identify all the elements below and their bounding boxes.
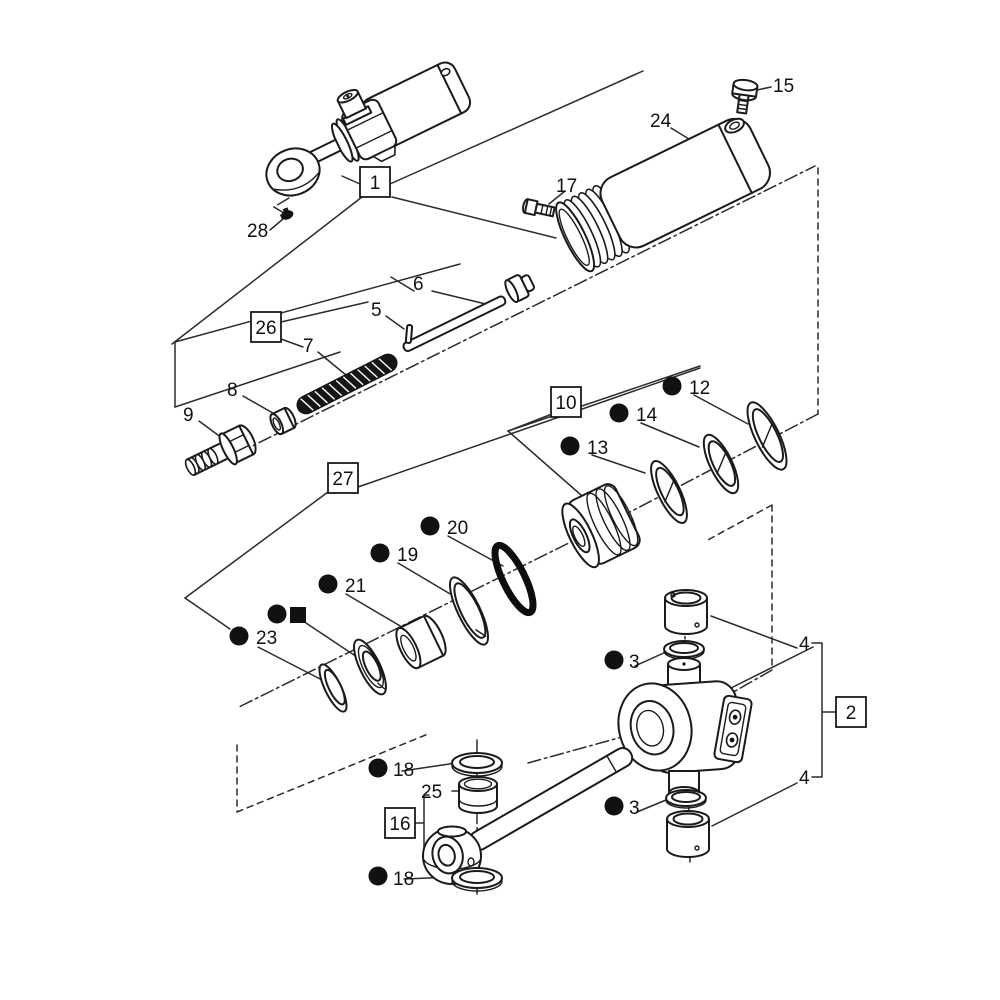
- callout-1: 1: [370, 173, 381, 194]
- part-backup-ring-19: [449, 576, 489, 646]
- callout-box-26: [250, 311, 282, 343]
- callout-21: 21: [345, 576, 366, 597]
- callout-23: 23: [256, 628, 277, 649]
- callout-2: 2: [846, 703, 857, 724]
- group-outlines: [171, 70, 837, 854]
- part-seal-ring-13: [650, 460, 688, 524]
- callout-box-2: [835, 696, 867, 728]
- callout-box-10: [550, 386, 582, 418]
- part-trunnion-body: [617, 657, 753, 800]
- part-nut: [269, 406, 297, 436]
- callout-25: 25: [421, 782, 442, 803]
- part-trunnion-seal-bottom: [665, 789, 707, 809]
- boxed-callouts: 1 2 10 16 26 27: [250, 166, 867, 839]
- callout-box-16: [384, 807, 416, 839]
- part-o-ring-20: [491, 541, 537, 617]
- callout-27: 27: [332, 469, 353, 490]
- callout-17: 17: [556, 176, 577, 197]
- part-plug-bolt: [731, 78, 759, 115]
- callout-8: 8: [227, 380, 238, 401]
- part-screw: [522, 198, 556, 218]
- callout-7: 7: [303, 336, 314, 357]
- part-eye-bushing-25: [458, 776, 498, 814]
- part-wear-ring-23: [318, 663, 348, 713]
- callout-5: 5: [371, 300, 382, 321]
- part-cylinder-assembly: [265, 61, 472, 197]
- callout-4-top: 4: [799, 634, 810, 655]
- part-eye-seal-bottom: [451, 867, 503, 892]
- callout-9: 9: [183, 405, 194, 426]
- part-barrel: [555, 117, 771, 273]
- callout-3-bottom: 3: [629, 798, 640, 819]
- callout-10: 10: [555, 393, 576, 414]
- callout-6: 6: [413, 274, 424, 295]
- part-inner-rod: [402, 274, 535, 352]
- callout-20: 20: [447, 518, 468, 539]
- number-callouts: 15 17 24 28 6 5 7 8 9 12 14 13 20 19 21 …: [183, 76, 810, 890]
- part-bolt: [184, 424, 257, 476]
- callout-18-top: 18: [393, 760, 414, 781]
- callout-box-1: [359, 166, 391, 198]
- part-cup-seal: [353, 638, 387, 696]
- unnumbered-part-marker: [290, 607, 306, 623]
- callout-4-bottom: 4: [799, 768, 810, 789]
- part-bushing-21: [395, 614, 447, 670]
- part-piston: [561, 483, 641, 569]
- callout-26: 26: [255, 318, 276, 339]
- bullet-markers: [229, 376, 682, 886]
- part-trunnion-bushing-bottom: [666, 810, 710, 858]
- callout-24: 24: [650, 111, 672, 132]
- callout-28: 28: [247, 221, 268, 242]
- part-trunnion-bushing-top: [664, 589, 708, 635]
- callout-14: 14: [636, 405, 658, 426]
- callout-12: 12: [689, 378, 710, 399]
- part-seal-ring-14: [702, 433, 740, 495]
- callout-16: 16: [389, 814, 410, 835]
- part-trunnion-seal-top: [663, 640, 705, 660]
- callout-18-bottom: 18: [393, 869, 414, 890]
- callout-box-27: [327, 462, 359, 494]
- part-seal-ring-12: [746, 401, 788, 471]
- part-eye-seal-top: [451, 752, 503, 777]
- callout-13: 13: [587, 438, 608, 459]
- part-spring: [296, 353, 398, 415]
- callout-3-top: 3: [629, 652, 640, 673]
- part-piston-pin: [404, 323, 414, 345]
- part-grease-fitting: [279, 207, 294, 220]
- callout-19: 19: [397, 545, 418, 566]
- callout-15: 15: [773, 76, 794, 97]
- centerlines: [195, 165, 819, 899]
